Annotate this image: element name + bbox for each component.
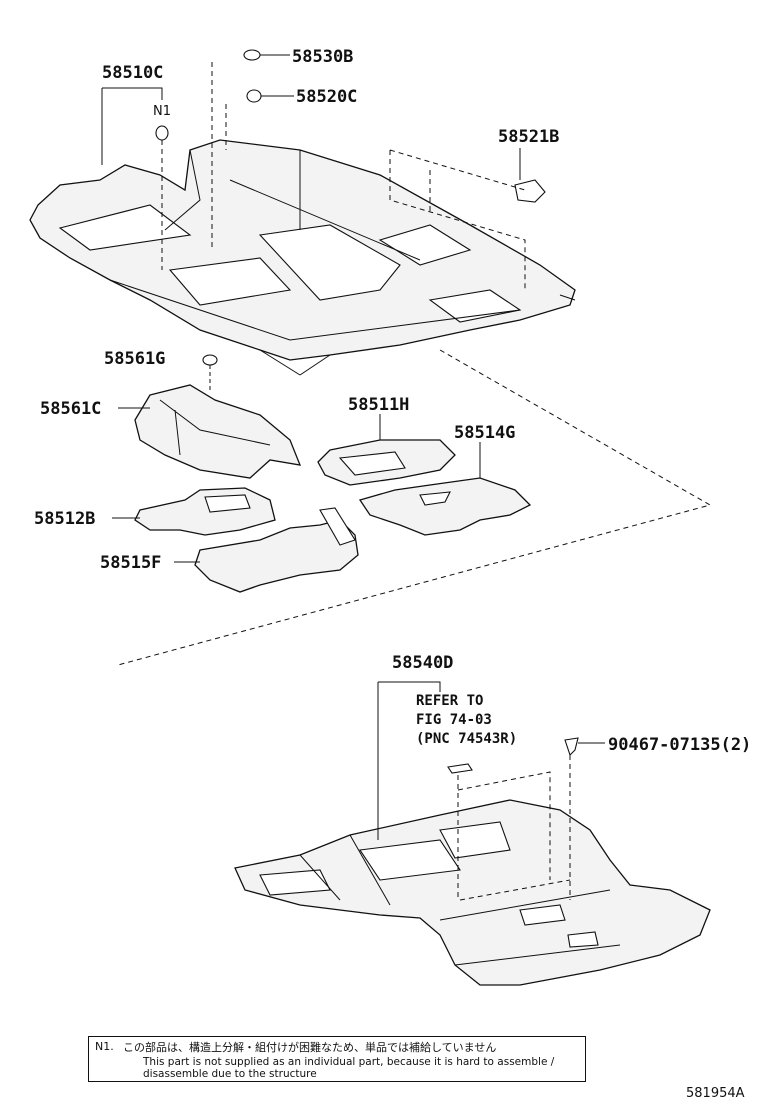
- note-english-line-2: disassemble due to the structure: [143, 1068, 317, 1080]
- note-tag: N1.: [95, 1040, 114, 1053]
- refer-line-3: (PNC 74543R): [416, 731, 517, 747]
- label-58512b: 58512B: [34, 509, 95, 529]
- clip-58530b-icon: [243, 49, 290, 61]
- pad-58511h: [317, 439, 456, 486]
- label-58540d: 58540D: [392, 653, 453, 673]
- label-58511h: 58511H: [348, 395, 409, 415]
- label-58514g: 58514G: [454, 423, 515, 443]
- pad-58514g: [358, 477, 532, 536]
- label-90467: 90467-07135(2): [608, 735, 751, 755]
- note-japanese: この部品は、構造上分解・組付けが困難なため、単品では補給していません: [123, 1041, 497, 1054]
- note-box: N1. この部品は、構造上分解・組付けが困難なため、単品では補給していません T…: [88, 1036, 586, 1082]
- label-58561c: 58561C: [40, 399, 101, 419]
- refer-line-2: FIG 74-03: [416, 712, 492, 728]
- pad-58515f: [194, 507, 359, 593]
- label-58515f: 58515F: [100, 553, 161, 573]
- label-58510c: 58510C: [102, 63, 163, 83]
- clip-58520c-icon: [246, 89, 294, 103]
- label-58521b: 58521B: [498, 127, 559, 147]
- clip-58561g-icon: [202, 354, 218, 390]
- clip-90467-icon: [564, 737, 605, 757]
- floor-carpet-rear: [234, 799, 711, 986]
- label-58561g: 58561G: [104, 349, 165, 369]
- note-english-line-1: This part is not supplied as an individu…: [143, 1056, 555, 1068]
- clip-n1-icon: [155, 125, 169, 141]
- figure-id: 581954A: [686, 1086, 745, 1101]
- clip-58521b-icon: [514, 179, 546, 203]
- label-n1: N1: [153, 104, 171, 119]
- floor-carpet-front: [29, 139, 576, 376]
- label-58530b: 58530B: [292, 47, 353, 67]
- label-58520c: 58520C: [296, 87, 357, 107]
- insulator-58561c: [134, 384, 302, 479]
- pad-58512b: [134, 487, 276, 536]
- refer-part-icon: [447, 763, 473, 774]
- refer-line-1: REFER TO: [416, 693, 483, 709]
